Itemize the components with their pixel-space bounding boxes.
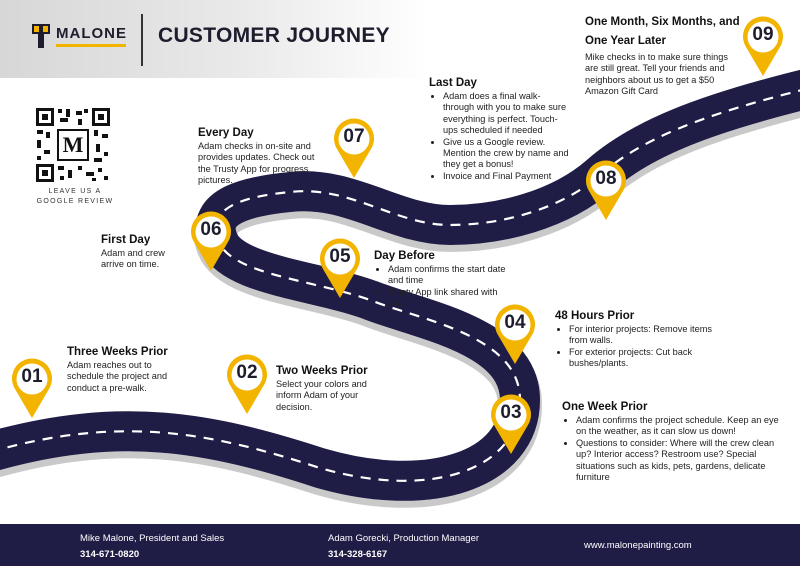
stage-02-pin: 02 [225,354,269,416]
stage-07-pin: 07 [332,118,376,180]
contact1-name: Mike Malone, President and Sales [80,533,225,544]
stage-09-text: One Month, Six Months, and One Year Late… [585,13,740,98]
stage-05-bullet: Trusty App link shared with you. [388,287,514,310]
stage-08-bullet: Invoice and Final Payment [443,171,569,182]
stage-08-bullet: Adam does a final walk-through with you … [443,91,569,137]
stage-04-text: 48 Hours Prior For interior projects: Re… [555,309,715,370]
stage-04-bullet: For interior projects: Remove items from… [569,324,715,347]
stage-04-bullet: For exterior projects: Cut back bushes/p… [569,347,715,370]
map-pin-icon [12,358,53,418]
header-band: MALONE CUSTOMER JOURNEY [0,0,430,78]
map-pin-icon [334,118,374,178]
map-pin-icon [491,394,531,454]
stage-03-bullet: Questions to consider: Where will the cr… [576,438,784,484]
stage-08-bullet: Give us a Google review. Mention the cre… [443,137,569,171]
stage-09-pin: 09 [741,16,785,78]
map-pin-icon [227,354,267,414]
stage-07-heading: Every Day [198,127,254,139]
stage-06-pin: 06 [189,211,233,273]
stage-05-heading: Day Before [374,250,435,262]
stage-03-pin: 03 [489,394,533,456]
map-pin-icon [743,16,783,76]
stage-09-body: Mike checks in to make sure things are s… [585,52,728,97]
stage-06-text: First Day Adam and crew arrive on time. [101,233,183,271]
logo-text: MALONE [56,25,127,42]
stage-07-text: Every Day Adam checks in on-site and pro… [198,126,326,187]
footer-bar: Mike Malone, President and Sales 314-671… [0,524,800,566]
stage-02-text: Two Weeks Prior Select your colors and i… [276,364,388,413]
stage-05-pin: 05 [318,238,362,300]
header-divider [141,14,143,66]
stage-08-pin: 08 [584,160,628,222]
stage-01-text: Three Weeks Prior Adam reaches out to sc… [67,345,187,394]
page-title: CUSTOMER JOURNEY [158,24,390,47]
map-pin-icon [320,238,360,298]
contact2-name: Adam Gorecki, Production Manager [328,533,480,544]
qr-code[interactable]: M [34,106,112,184]
stage-01-pin: 01 [10,358,54,420]
logo-underline [56,44,126,47]
map-pin-icon [191,211,231,271]
stage-04-heading: 48 Hours Prior [555,310,635,322]
map-pin-icon [586,160,626,220]
stage-02-heading: Two Weeks Prior [276,365,368,377]
stage-09-heading: One Month, Six Months, and One Year Late… [585,16,740,47]
stage-04-pin: 04 [493,304,537,366]
stage-03-text: One Week Prior Adam confirms the project… [562,400,784,483]
paint-brush-icon [32,24,50,48]
stage-05-text: Day Before Adam confirms the start date … [374,249,514,310]
stage-01-heading: Three Weeks Prior [67,346,168,358]
stage-02-body: Select your colors and inform Adam of yo… [276,379,367,412]
svg-text:M: M [63,132,84,157]
stage-06-heading: First Day [101,234,151,246]
map-pin-icon [495,304,535,364]
stage-03-heading: One Week Prior [562,401,648,413]
stage-08-heading: Last Day [429,77,477,89]
contact2-phone[interactable]: 314-328-6167 [328,549,388,560]
stage-05-bullet: Adam confirms the start date and time [388,264,514,287]
company-logo: MALONE [30,18,130,56]
contact1-phone[interactable]: 314-671-0820 [80,549,140,560]
stage-06-body: Adam and crew arrive on time. [101,248,165,270]
stage-01-body: Adam reaches out to schedule the project… [67,360,168,393]
stage-07-body: Adam checks in on-site and provides upda… [198,141,315,186]
website-link[interactable]: www.malonepainting.com [584,540,692,551]
stage-08-text: Last Day Adam does a final walk-through … [429,76,569,182]
qr-caption: LEAVE US A GOOGLE REVIEW [36,188,114,205]
stage-03-bullet: Adam confirms the project schedule. Keep… [576,415,784,438]
